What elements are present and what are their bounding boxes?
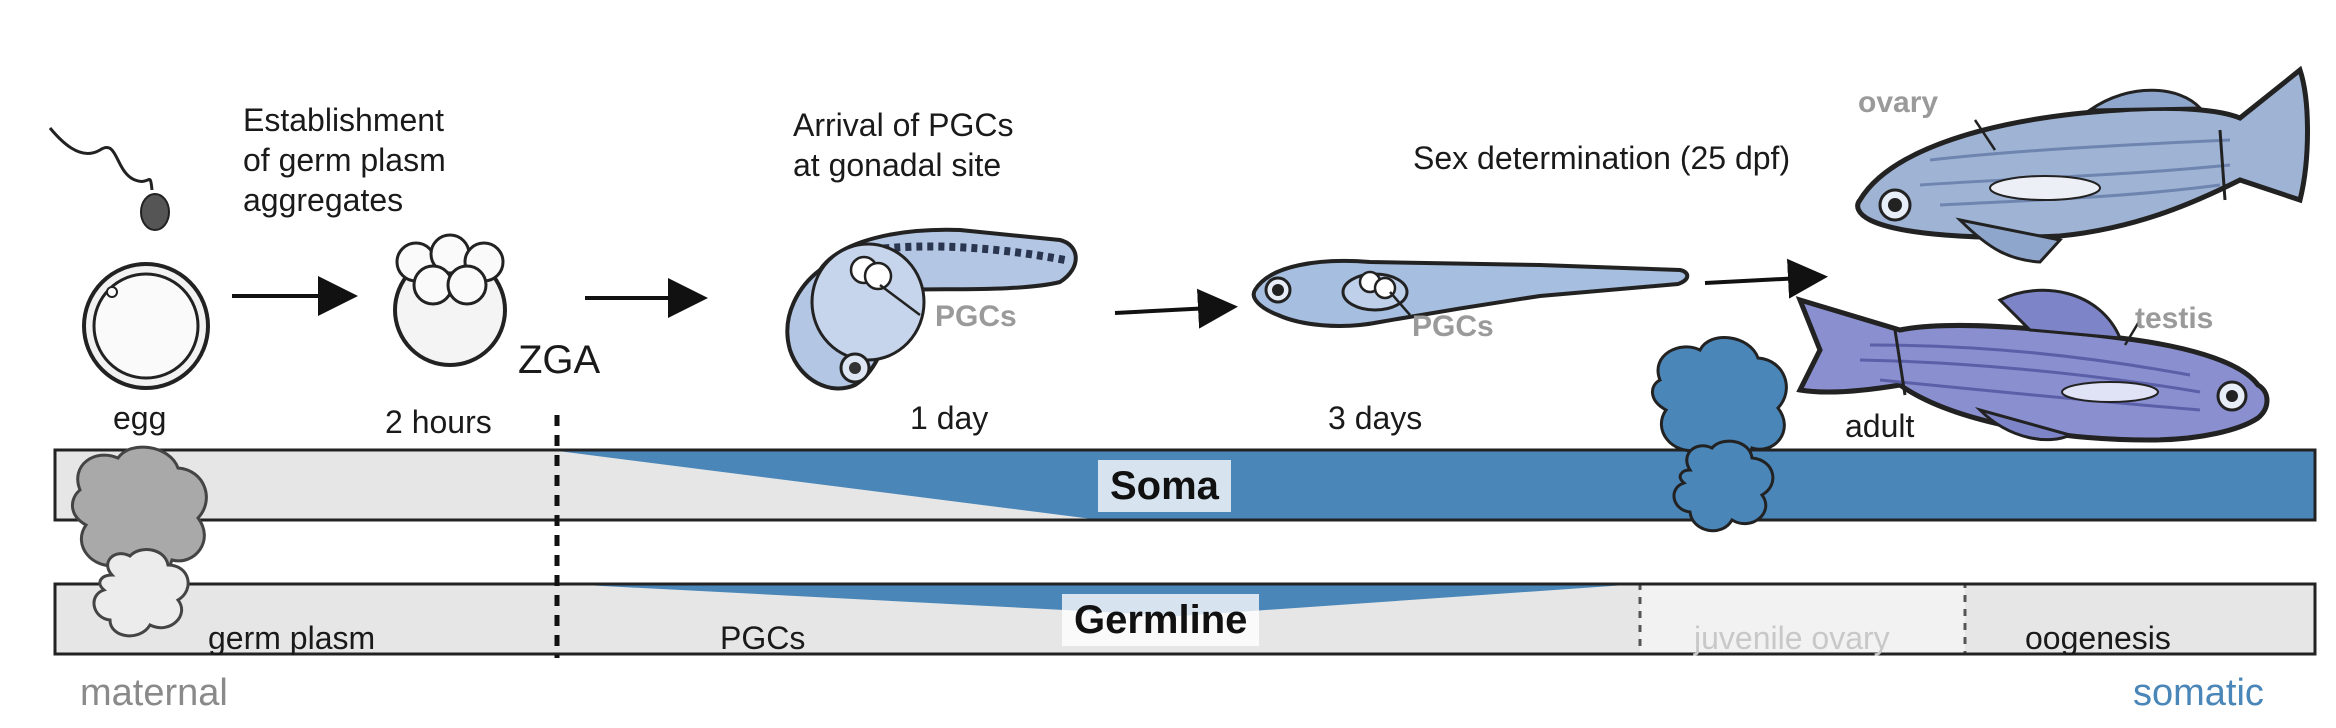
timepoint-1-day: 1 day [910,400,989,436]
embryo-1day-icon [785,227,1078,391]
embryo-2h-icon [393,233,507,367]
timepoint-adult: adult [1845,408,1915,444]
timepoint-egg: egg [113,400,167,436]
pgcs-bar-label: PGCs [720,620,806,656]
male-fish-icon [1795,288,2270,443]
oogenesis-label: oogenesis [2025,620,2171,656]
germ-plasm-label: germ plasm [208,620,376,656]
soma-title: Soma [1098,460,1231,512]
label-pgcs-embryo: PGCs [935,300,1017,333]
timepoint-zga: ZGA [518,338,601,382]
juvenile-ovary-label: juvenile ovary [1694,620,1890,656]
stage-establishment: Establishment of germ plasm aggregates [243,102,446,218]
arrow-1day-to-3days [1114,288,1238,329]
germline-title: Germline [1062,594,1260,646]
somatic-blob-icon [1651,336,1788,533]
sperm-icon [48,127,170,231]
juvenile-ovary-box [1638,582,1967,656]
legend-somatic: somatic [2133,672,2264,714]
stage-sex-determination: Sex determination (25 dpf) [1413,140,1791,176]
label-ovary: ovary [1858,86,1939,119]
larva-3days-icon [1251,258,1690,328]
timepoint-3-days: 3 days [1328,400,1423,436]
legend-maternal: maternal [80,672,228,714]
arrow-3days-to-adult [1704,258,1828,299]
maternal-blob-icon [71,445,208,638]
label-pgcs-larva: PGCs [1412,310,1494,343]
timepoint-2-hours: 2 hours [385,404,492,440]
label-testis: testis [2135,302,2214,335]
egg-icon [82,262,210,390]
stage-arrival: Arrival of PGCs at gonadal site [793,107,1014,183]
female-fish-icon [1855,65,2310,264]
